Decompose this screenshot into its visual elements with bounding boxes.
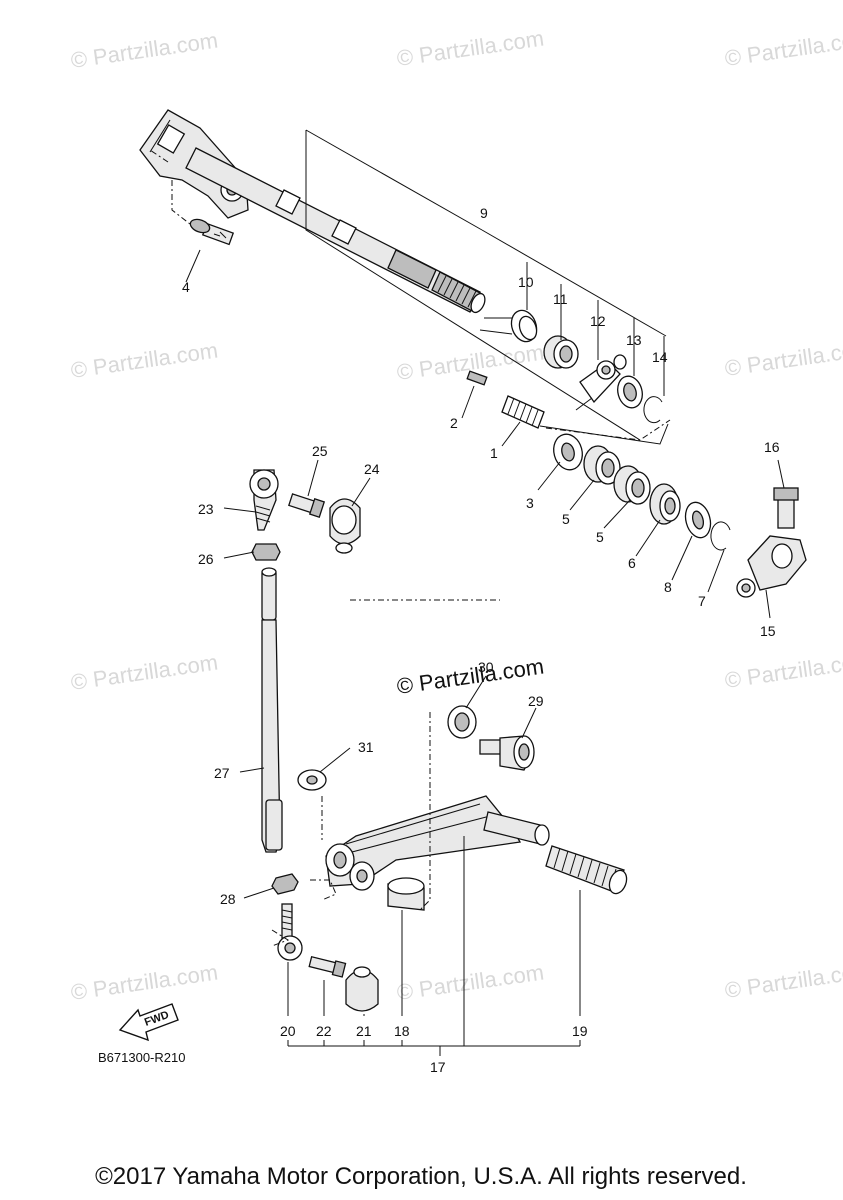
watermark: © Partzilla.com	[395, 26, 545, 71]
callout: 23	[198, 501, 214, 517]
shift-arm	[736, 535, 807, 598]
leader-lines	[223, 129, 785, 1056]
watermark: © Partzilla.com	[723, 336, 843, 381]
watermark: © Partzilla.com	[395, 960, 545, 1005]
shift-rod	[261, 567, 283, 853]
callout: 31	[358, 739, 374, 755]
clamp-bolt	[773, 487, 799, 529]
rod-end-lower	[277, 903, 303, 961]
small-collar	[613, 354, 627, 370]
callout: 21	[356, 1023, 372, 1039]
watermark: © Partzilla.com	[69, 960, 219, 1005]
diagram-code: B671300-R210	[98, 1050, 185, 1065]
callout: 16	[764, 439, 780, 455]
needle-bearing	[613, 465, 651, 505]
callout: 11	[553, 291, 568, 307]
callout: 4	[182, 279, 190, 295]
callout: 9	[480, 205, 488, 221]
callout: 19	[572, 1023, 588, 1039]
callout: 10	[518, 274, 534, 290]
callout: 8	[664, 579, 672, 595]
callout: 5	[562, 511, 570, 527]
washer-30	[447, 705, 477, 739]
shift-pedal	[325, 795, 550, 891]
shift-lever-plate	[575, 360, 621, 411]
washer-3	[553, 433, 583, 471]
callout: 3	[526, 495, 534, 511]
callout: 12	[590, 313, 606, 329]
watermark: © Partzilla.com	[69, 650, 219, 695]
callout: 27	[214, 765, 230, 781]
copyright-notice: ©2017 Yamaha Motor Corporation, U.S.A. A…	[95, 1163, 747, 1190]
torsion-spring	[479, 309, 538, 343]
callout: 25	[312, 443, 328, 459]
return-spring	[501, 395, 545, 429]
callout: 14	[652, 349, 668, 365]
needle-bearing	[583, 445, 621, 485]
lock-nut	[251, 543, 281, 561]
watermark: © Partzilla.com	[723, 26, 843, 71]
rod-end-bolt	[288, 493, 326, 518]
watermark: © Partzilla.com	[723, 958, 843, 1003]
callout: 29	[528, 693, 544, 709]
rod-end-cover-lower	[345, 966, 379, 1012]
callout: 20	[280, 1023, 296, 1039]
callout: 30	[478, 659, 494, 675]
callout-numbers: 2 1 3 4 5 5 6 7 8 9 10 11 12 13 14 15 16…	[182, 205, 780, 1075]
callout: 7	[698, 593, 706, 609]
watermark: © Partzilla.com	[69, 338, 219, 383]
callout: 28	[220, 891, 236, 907]
callout: 1	[490, 445, 498, 461]
watermark: © Partzilla.com	[723, 648, 843, 693]
callout: 22	[316, 1023, 332, 1039]
screw	[466, 370, 488, 386]
rod-end-upper	[249, 469, 279, 531]
pivot-bolt	[479, 735, 535, 771]
circlip-7	[710, 521, 731, 551]
callout: 2	[450, 415, 458, 431]
oil-seal	[649, 483, 681, 525]
stopper-bolt	[185, 218, 235, 283]
pedal-rubber	[545, 845, 628, 895]
pedal-bush	[387, 877, 425, 911]
washer-31	[297, 769, 327, 791]
callout: 24	[364, 461, 380, 477]
callout: 15	[760, 623, 776, 639]
callout: 13	[626, 332, 642, 348]
callout: 6	[628, 555, 636, 571]
rod-end-cover	[329, 498, 361, 554]
washer-8	[684, 501, 712, 539]
washer	[617, 375, 643, 409]
callout: 18	[394, 1023, 410, 1039]
callout: 5	[596, 529, 604, 545]
shift-shaft-assembly	[139, 109, 486, 314]
watermark: © Partzilla.com	[69, 28, 219, 73]
callout: 26	[198, 551, 214, 567]
callout: 17	[430, 1059, 446, 1075]
lock-nut-lower	[271, 873, 299, 895]
fwd-arrow-icon: FWD	[118, 1003, 179, 1042]
watermark-center: © Partzilla.com	[395, 654, 545, 699]
rod-end-bolt-lower	[308, 955, 347, 978]
collar	[543, 335, 579, 369]
circlip	[643, 396, 663, 424]
